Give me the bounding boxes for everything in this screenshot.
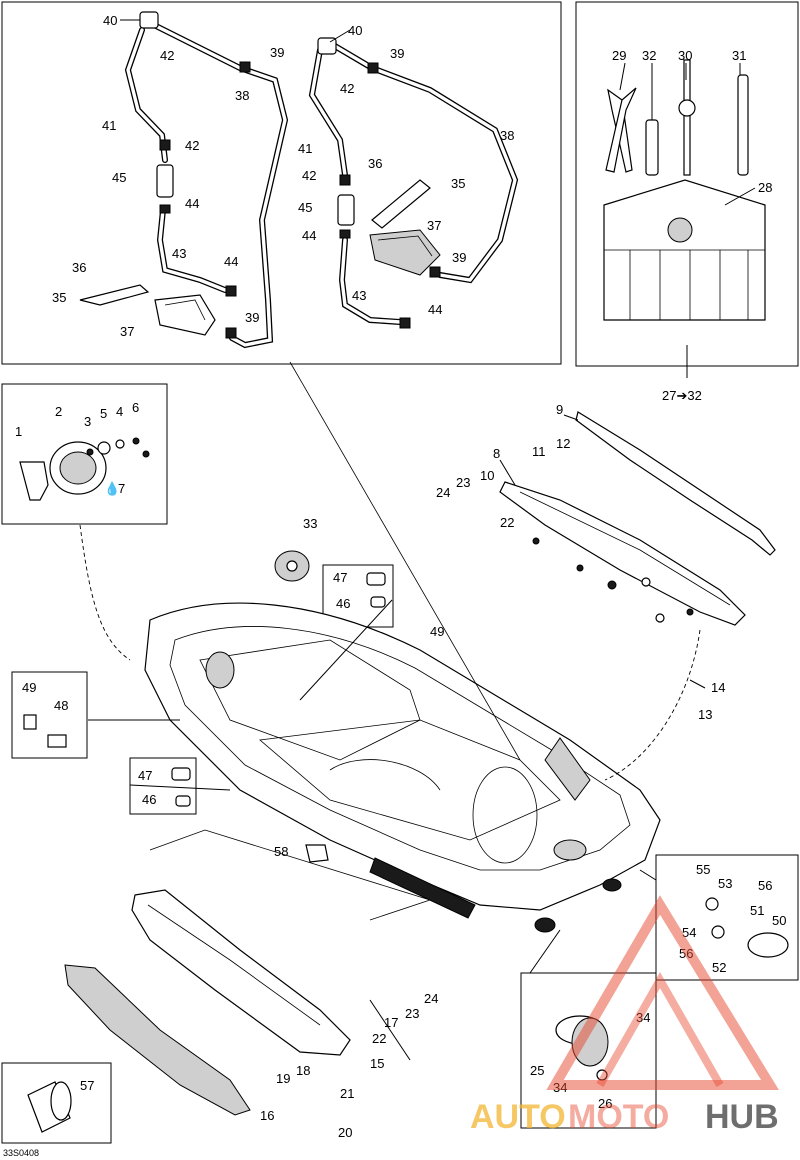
- callout-30: 30: [678, 48, 692, 63]
- callout-39-left-top: 39: [270, 45, 284, 60]
- watermark-hub: HUB: [705, 1098, 779, 1136]
- callout-51: 51: [750, 903, 764, 918]
- callout-13: 13: [698, 707, 712, 722]
- callout-39-right-low: 39: [452, 250, 466, 265]
- callout-2: 2: [55, 404, 62, 419]
- callout-42-left-top: 42: [160, 48, 174, 63]
- callout-58: 58: [274, 844, 288, 859]
- callout-46-top: 46: [336, 596, 350, 611]
- callout-57: 57: [80, 1078, 94, 1093]
- callout-56-top: 56: [758, 878, 772, 893]
- callout-47-top: 47: [333, 570, 347, 585]
- callout-14: 14: [711, 680, 725, 695]
- callout-1: 1: [15, 424, 22, 439]
- callout-19: 19: [276, 1071, 290, 1086]
- callout-35-left: 35: [52, 290, 66, 305]
- callout-46-mid: 46: [142, 792, 156, 807]
- callout-42-left-mid: 42: [185, 138, 199, 153]
- callout-23-low: 23: [405, 1006, 419, 1021]
- callout-39-left-low: 39: [245, 310, 259, 325]
- callout-32: 32: [642, 48, 656, 63]
- drop-symbol-7: 💧: [104, 481, 120, 496]
- rub-rail-right: [499, 411, 776, 626]
- callout-43-right: 43: [352, 288, 366, 303]
- callout-23-top: 23: [456, 475, 470, 490]
- callout-25: 25: [530, 1063, 544, 1078]
- callout-22-low: 22: [372, 1031, 386, 1046]
- callout-53: 53: [718, 876, 732, 891]
- callout-45-right: 45: [298, 200, 312, 215]
- callout-24-low: 24: [424, 991, 438, 1006]
- callout-55: 55: [696, 862, 710, 877]
- callout-40-left: 40: [103, 13, 117, 28]
- callout-18: 18: [296, 1063, 310, 1078]
- callout-47-mid: 47: [138, 768, 152, 783]
- callout-42-right-top: 42: [340, 81, 354, 96]
- callout-44-left-mid: 44: [185, 196, 199, 211]
- callout-45-left: 45: [112, 170, 126, 185]
- callout-40-right: 40: [348, 23, 362, 38]
- callout-22-top: 22: [500, 515, 514, 530]
- callout-5: 5: [100, 406, 107, 421]
- callout-33: 33: [303, 516, 317, 531]
- callout-54: 54: [682, 925, 696, 940]
- callout-labels: 40 42 39 38 41 42 45 44 43 36 44 35 39 3…: [3, 13, 786, 1158]
- drawing-code: 33S0408: [3, 1148, 39, 1158]
- callout-38-left: 38: [235, 88, 249, 103]
- small-parts: [23, 550, 789, 1133]
- watermark-auto: AUTO: [470, 1098, 566, 1136]
- fuel-line-assembly-right: [308, 37, 519, 329]
- callout-36-left: 36: [72, 260, 86, 275]
- callout-43-left: 43: [172, 246, 186, 261]
- callout-36-right: 36: [368, 156, 382, 171]
- callout-20: 20: [338, 1125, 352, 1140]
- callout-6: 6: [132, 400, 139, 415]
- callout-7: 7: [118, 481, 125, 496]
- callout-34-top: 34: [636, 1010, 650, 1025]
- callout-12: 12: [556, 436, 570, 451]
- callout-17: 17: [384, 1015, 398, 1030]
- callout-37-left: 37: [120, 324, 134, 339]
- callout-44-right-mid: 44: [302, 228, 316, 243]
- callout-42-right-mid: 42: [302, 168, 316, 183]
- fuel-line-assembly-left: [79, 11, 289, 349]
- hull-body: [144, 602, 661, 933]
- callout-41-right: 41: [298, 141, 312, 156]
- callout-38-right: 38: [500, 128, 514, 143]
- callout-27-32-range: 27➔32: [662, 388, 702, 403]
- callout-31: 31: [732, 48, 746, 63]
- watermark-moto: MOTO: [568, 1098, 669, 1136]
- callout-3: 3: [84, 414, 91, 429]
- tool-kit: [603, 59, 766, 378]
- callout-35-right: 35: [451, 176, 465, 191]
- steering-detail: [19, 437, 150, 501]
- callout-8: 8: [493, 446, 500, 461]
- callout-49-hull: 49: [430, 624, 444, 639]
- callout-44-left-low: 44: [224, 254, 238, 269]
- callout-15: 15: [370, 1056, 384, 1071]
- watermark-logo: AUTO MOTO HUB: [470, 895, 779, 1136]
- callout-11: 11: [532, 444, 546, 459]
- callout-50: 50: [772, 913, 786, 928]
- callout-37-right: 37: [427, 218, 441, 233]
- callout-29: 29: [612, 48, 626, 63]
- callout-28: 28: [758, 180, 772, 195]
- callout-4: 4: [116, 404, 123, 419]
- callout-49-box: 49: [22, 680, 36, 695]
- callout-52: 52: [712, 960, 726, 975]
- rub-rail-left: [64, 889, 351, 1116]
- callout-26: 26: [598, 1096, 612, 1111]
- callout-21: 21: [340, 1086, 354, 1101]
- callout-44-right-low: 44: [428, 302, 442, 317]
- callout-16: 16: [260, 1108, 274, 1123]
- callout-24-top: 24: [436, 485, 450, 500]
- callout-10: 10: [480, 468, 494, 483]
- callout-48: 48: [54, 698, 68, 713]
- leader-lines: [79, 19, 756, 1061]
- callout-41-left: 41: [102, 118, 116, 133]
- callout-9: 9: [556, 402, 563, 417]
- callout-39-right-top: 39: [390, 46, 404, 61]
